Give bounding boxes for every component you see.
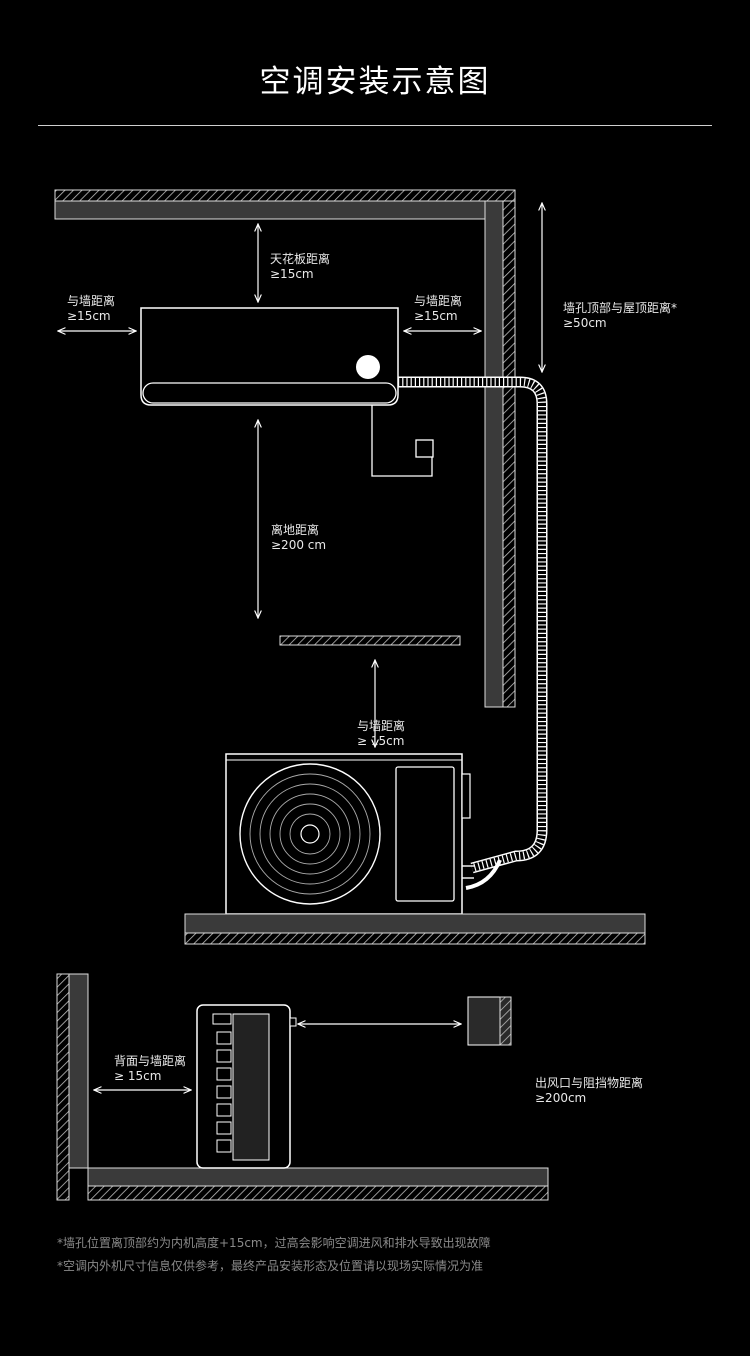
footnote-1: *墙孔位置离顶部约为内机高度+15cm，过高会影响空调进风和排水导致出现故障 — [57, 1236, 491, 1250]
back-wall-distance-label: 背面与墙距离≥ 15cm — [114, 1054, 187, 1083]
refrigerant-pipe — [398, 376, 548, 890]
roof-distance-label: 墙孔顶部与屋顶距离*≥50cm — [563, 301, 678, 330]
fan-icon — [239, 763, 381, 905]
ceiling-distance-label: 天花板距离≥15cm — [270, 252, 331, 281]
left-wall-distance-label: 与墙距离≥15cm — [67, 294, 116, 323]
room-wall — [54, 189, 516, 708]
page-title: 空调安装示意图 — [259, 64, 491, 100]
floor-distance-label: 离地距离≥200 cm — [271, 523, 327, 552]
outlet-distance-label: 出风口与阻挡物距离≥200cm — [535, 1076, 644, 1105]
outdoor-unit-side — [196, 1004, 297, 1169]
indoor-unit — [140, 307, 434, 477]
title-divider — [38, 125, 712, 126]
outdoor-wall-distance-label: 与墙距离≥ 15cm — [357, 719, 406, 748]
obstacle — [467, 996, 512, 1046]
right-wall-distance-label: 与墙距离≥15cm — [414, 294, 463, 323]
outdoor-platform — [184, 913, 646, 945]
power-socket-icon — [415, 439, 434, 458]
tv-shelf — [279, 635, 461, 646]
dimension-arrows — [58, 203, 542, 1090]
outdoor-unit — [225, 753, 474, 915]
display-icon — [356, 355, 380, 379]
side-view-wall — [56, 973, 549, 1201]
footnote-2: *空调内外机尺寸信息仅供参考，最终产品安装形态及位置请以现场实际情况为准 — [57, 1259, 484, 1273]
